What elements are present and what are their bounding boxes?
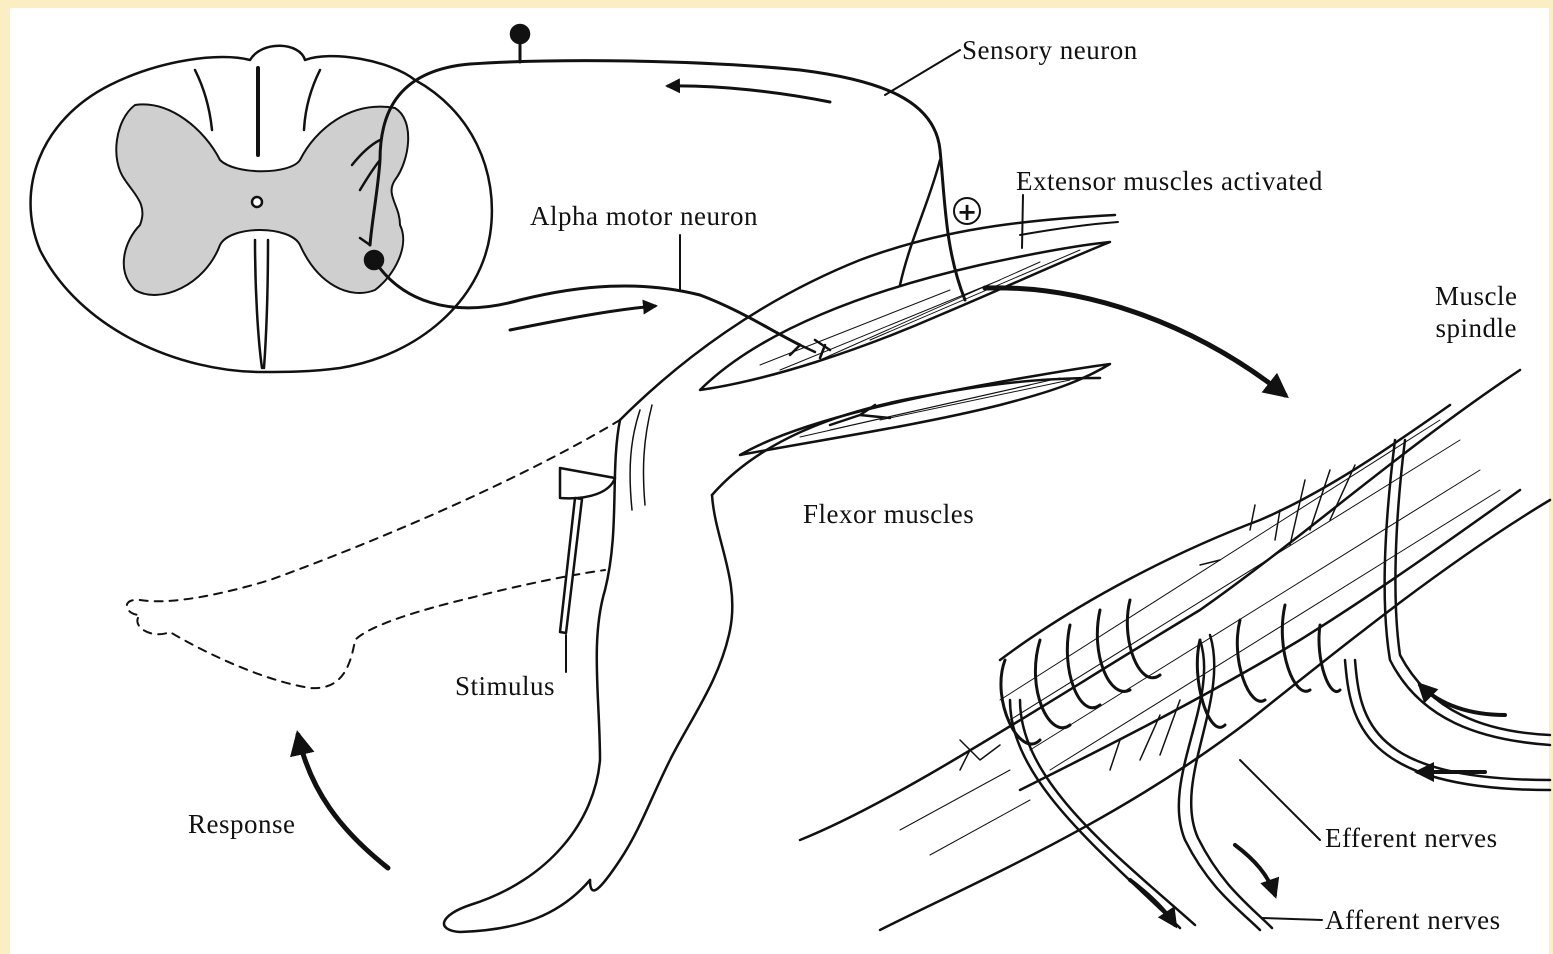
- zoom-arrow: [985, 288, 1285, 395]
- flexor-muscle: [740, 364, 1110, 455]
- sensory-leader-line: [885, 50, 960, 95]
- afferent-nerve-2: [1179, 635, 1272, 930]
- ventral-median-fissure: [255, 240, 268, 368]
- excitatory-symbol: +: [953, 197, 981, 225]
- reflex-hammer: [560, 468, 615, 672]
- label-stimulus: Stimulus: [455, 670, 555, 702]
- hammer-head: [560, 468, 615, 498]
- label-afferent-nerves: Afferent nerves: [1325, 904, 1501, 936]
- label-muscle-spindle: Muscle spindle: [1435, 280, 1517, 345]
- flexor-muscle-body: [740, 364, 1110, 455]
- spindle-fibers: [900, 420, 1500, 855]
- hammer-handle: [560, 498, 582, 633]
- sensory-neuron-fiber: [370, 61, 965, 300]
- efferent-nerve: [1385, 440, 1550, 745]
- knee-tendon: [630, 405, 652, 510]
- efferent-leader-line: [1240, 760, 1320, 840]
- central-canal: [252, 197, 262, 207]
- extensor-tendon-upper: [1020, 222, 1118, 235]
- response-arrow: [298, 735, 388, 868]
- alpha-motor-neuron-axon: [374, 260, 800, 345]
- afferent-leader-line: [1262, 918, 1322, 920]
- leg-response-position: [127, 420, 620, 688]
- flexor-fibers: [800, 378, 1070, 437]
- sensory-neuron-path: [352, 25, 965, 300]
- thigh-lower-edge: [712, 378, 1100, 495]
- label-alpha-motor-neuron: Alpha motor neuron: [530, 200, 758, 232]
- extensor-fibers: [760, 250, 1080, 370]
- label-flexor-muscles: Flexor muscles: [803, 498, 974, 530]
- afferent-arrow-2: [1235, 845, 1275, 895]
- label-extensor-muscles: Extensor muscles activated: [1016, 165, 1323, 197]
- label-sensory-neuron: Sensory neuron: [962, 34, 1138, 66]
- label-efferent-nerves: Efferent nerves: [1325, 822, 1498, 854]
- motor-direction-arrow: [510, 306, 655, 330]
- thigh-upper-edge: [620, 215, 1115, 420]
- spinal-cord-section: [31, 46, 492, 372]
- label-response: Response: [188, 808, 296, 840]
- motor-neuron-path: [365, 235, 830, 358]
- sensory-direction-arrow: [668, 86, 830, 102]
- flexor-nerve-branch: [830, 405, 890, 425]
- dorsal-root-ganglion: [511, 25, 529, 43]
- sensory-branch-to-spindle: [900, 160, 940, 285]
- spindle-capsule-upper: [1000, 405, 1450, 660]
